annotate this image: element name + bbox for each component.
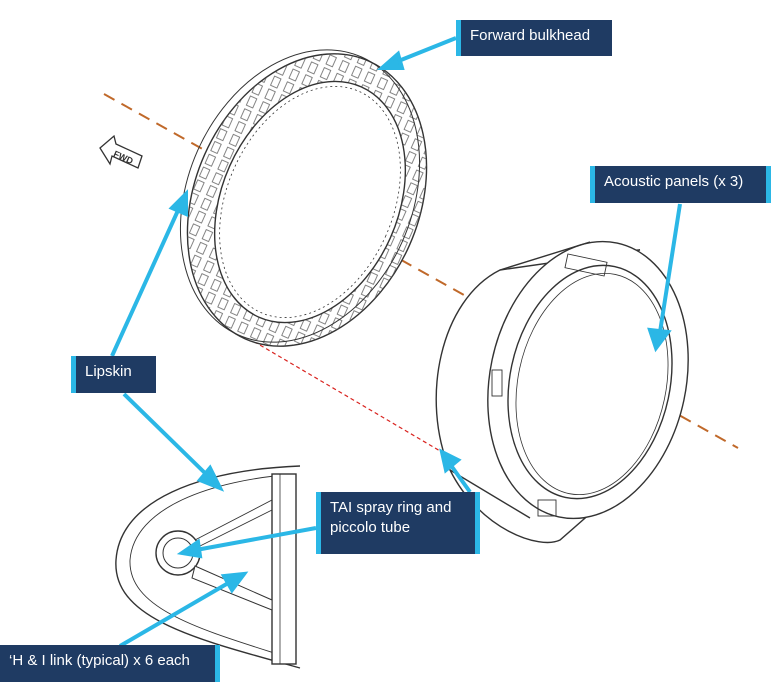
- forward-bulkhead-ring: [179, 49, 428, 347]
- leader-acoustic-panels: [658, 203, 682, 333]
- leader-tai-ring: [195, 526, 317, 552]
- fwd-direction-icon: FWD: [99, 134, 143, 169]
- acoustic-panels-label: Acoustic panels (x 3): [590, 166, 771, 203]
- lipskin-label: Lipskin: [71, 356, 156, 393]
- tai-spray-ring-label: TAI spray ring and piccolo tube: [316, 492, 480, 554]
- leader-forward-bulkhead: [395, 36, 457, 64]
- leader-lipskin-upper: [110, 205, 182, 357]
- acoustic-panels-barrel: [435, 240, 689, 544]
- leader-lines: [110, 36, 682, 648]
- leader-hi-link: [118, 580, 232, 648]
- leader-tai-barrel: [448, 462, 472, 494]
- leader-lipskin-lower: [122, 392, 210, 478]
- alignment-dashed-line: [247, 337, 453, 459]
- hi-link-label: ‘H & I link (typical) x 6 each: [0, 645, 220, 682]
- lipskin-cross-section: [115, 465, 301, 669]
- forward-bulkhead-label: Forward bulkhead: [456, 20, 612, 56]
